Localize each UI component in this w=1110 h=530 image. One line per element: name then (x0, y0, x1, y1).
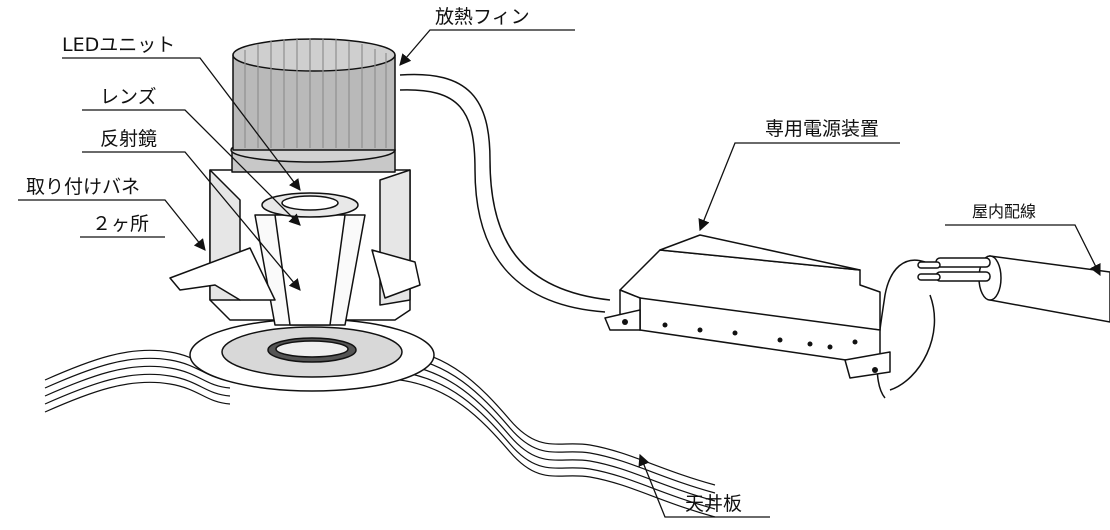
power-unit (604, 234, 891, 379)
ceiling-board (44, 347, 716, 518)
leader-lines (18, 29, 1101, 518)
label-reflector: 反射鏡 (100, 128, 158, 150)
label-lens: レンズ (100, 86, 157, 108)
indoor-wiring-cable (876, 255, 1110, 399)
label-ceiling: 天井板 (685, 493, 743, 515)
label-spring-count: ２ヶ所 (92, 213, 150, 235)
label-spring: 取り付けバネ (26, 176, 141, 198)
label-indoor-wiring: 屋内配線 (972, 202, 1037, 221)
label-heat-fin: 放熱フィン (435, 6, 530, 28)
label-power-unit: 専用電源装置 (765, 118, 880, 140)
label-led-unit: LEDユニット (62, 34, 176, 56)
downlight-fixture (169, 38, 435, 392)
fixture-cable (399, 73, 611, 313)
